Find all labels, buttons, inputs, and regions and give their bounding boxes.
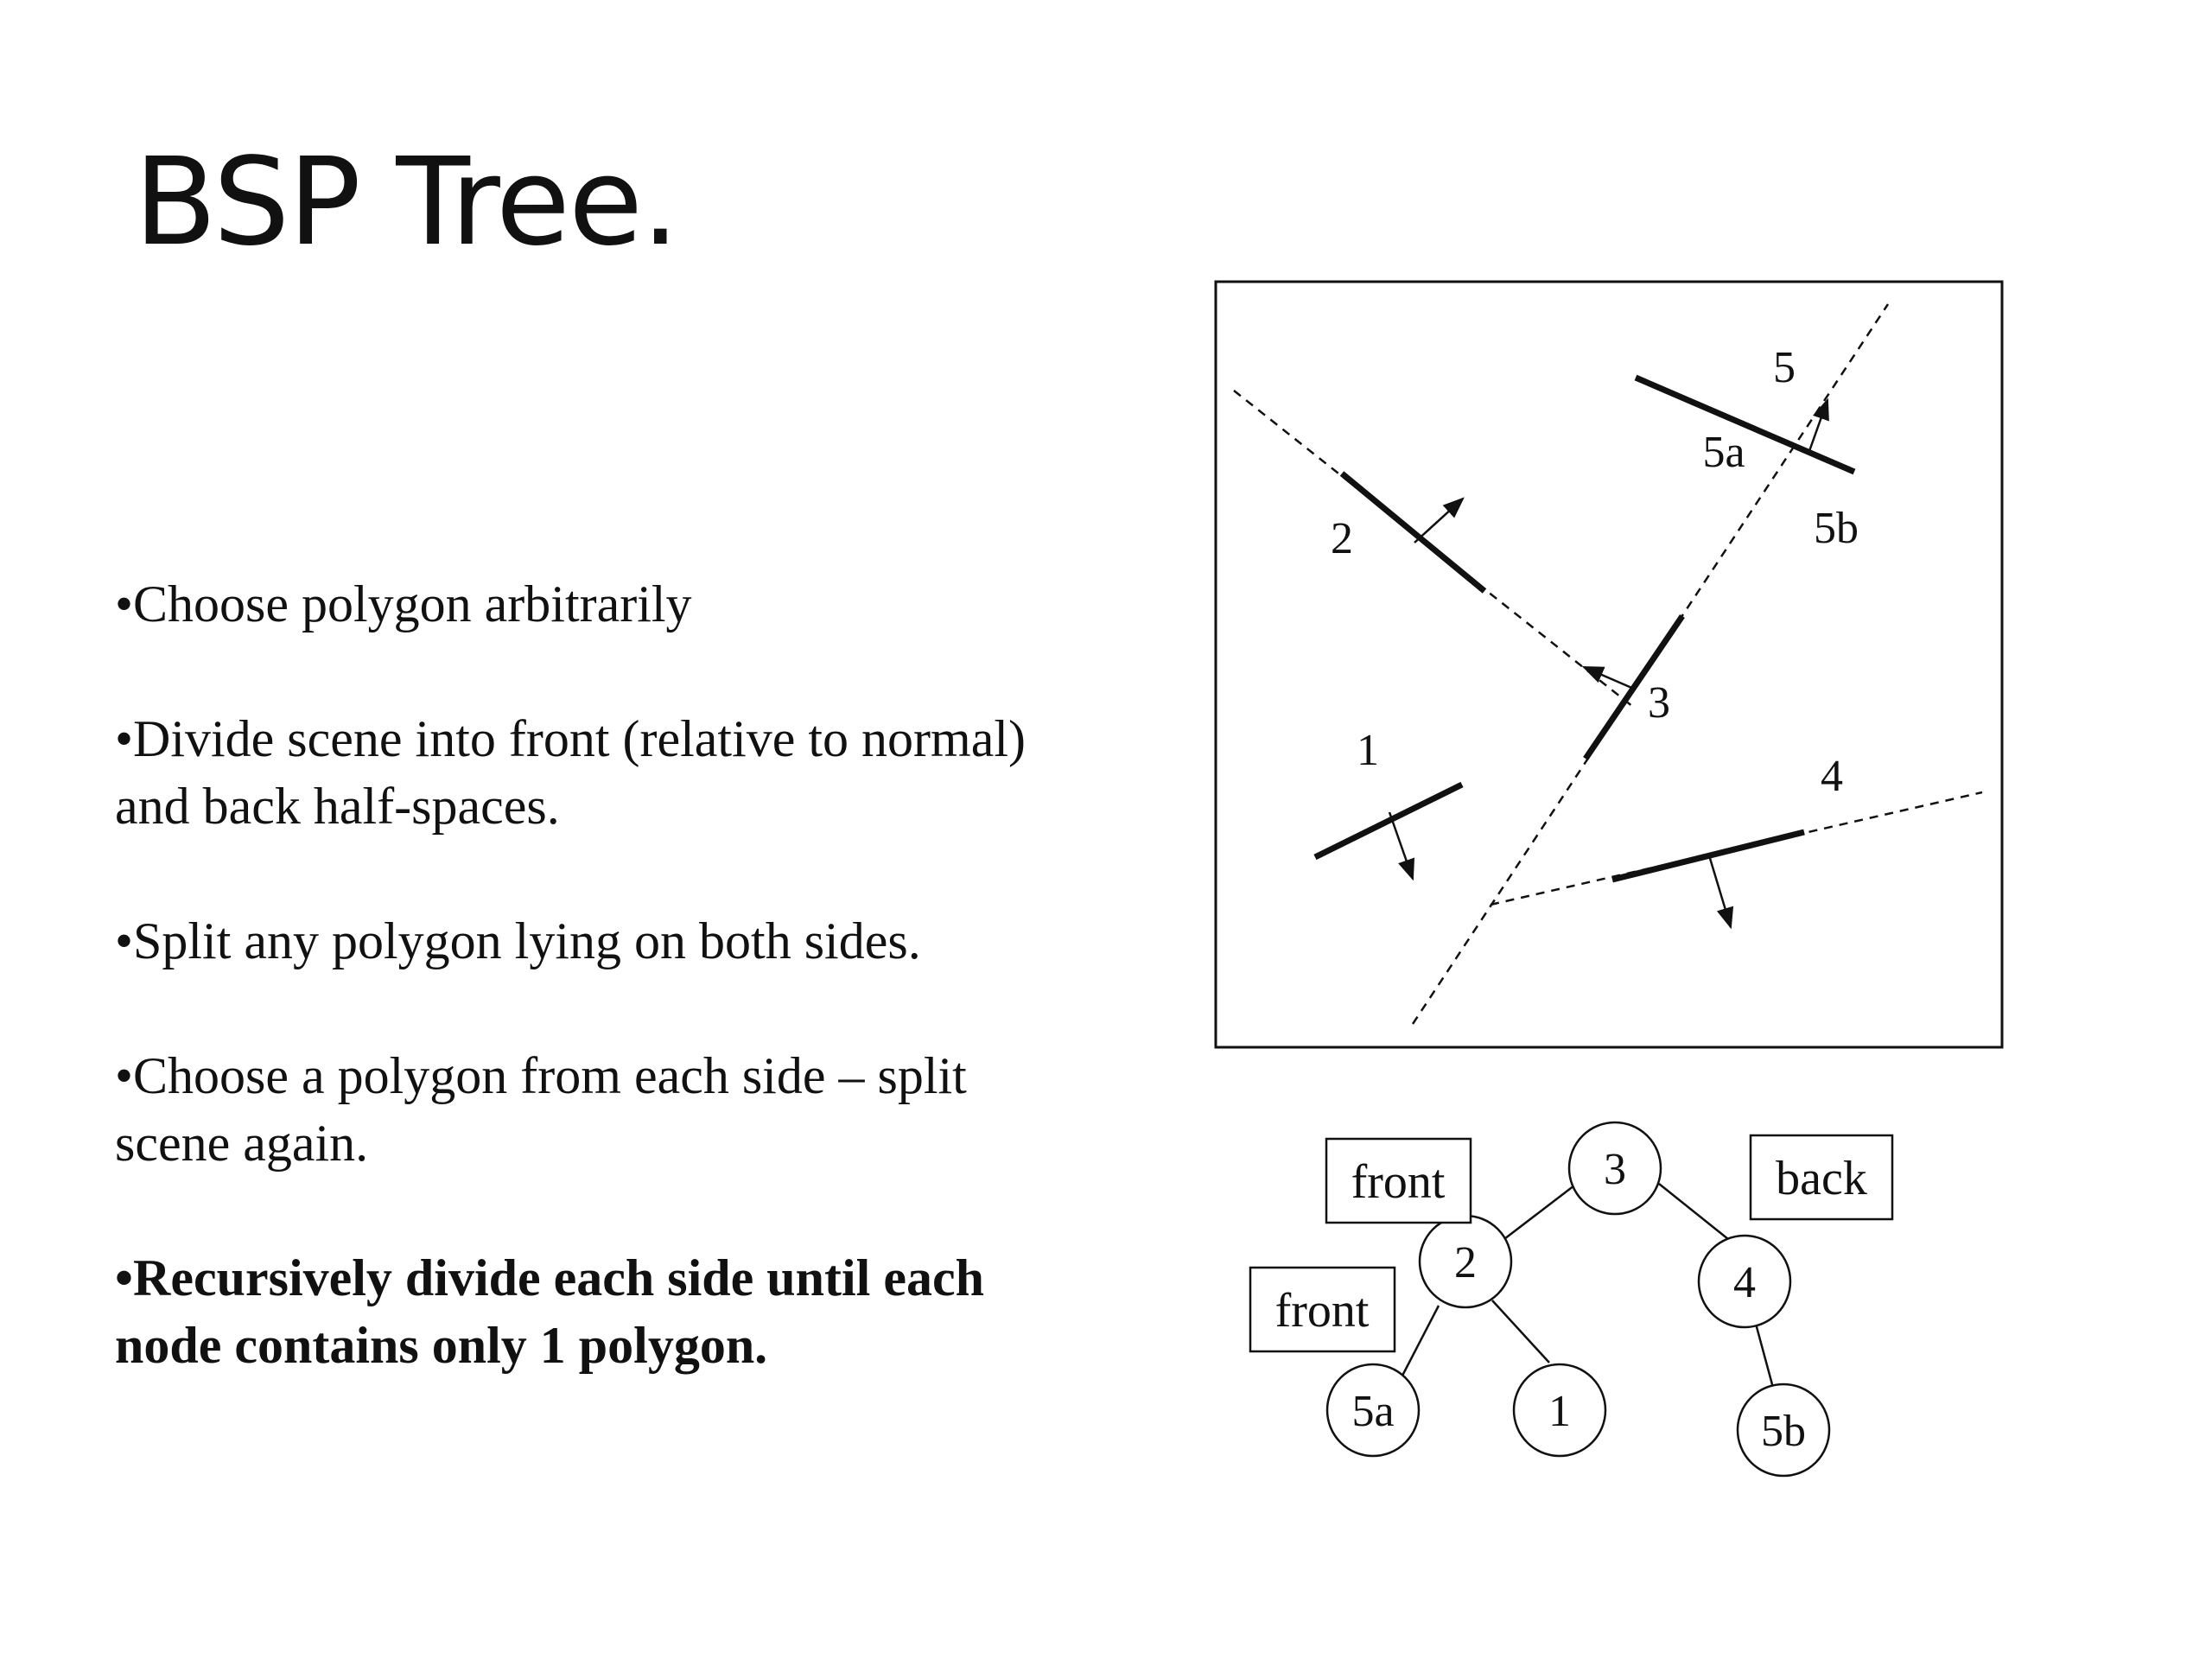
tree-edges bbox=[1400, 1183, 1775, 1389]
split-lines bbox=[1233, 303, 1983, 1025]
normal-arrow-4 bbox=[1707, 855, 1734, 930]
bullet-choose-each-side: •Choose a polygon from each side – split… bbox=[115, 1047, 967, 1172]
edge-label-texts: front back front bbox=[1275, 1152, 1867, 1338]
edge-label-back-top: back bbox=[1776, 1152, 1867, 1205]
tree-node-5a bbox=[1325, 1363, 1421, 1458]
bullet-list: •Choose polygon arbitrarily •Divide scen… bbox=[115, 570, 1083, 1446]
edge-label-boxes bbox=[1249, 1134, 1894, 1353]
tree-node-label-5b: 5b bbox=[1761, 1407, 1806, 1456]
normal-arrow-1 bbox=[1388, 811, 1414, 881]
label-polygon-2: 2 bbox=[1331, 514, 1353, 563]
label-polygon-5a: 5a bbox=[1702, 428, 1745, 477]
tree-node-label-2: 2 bbox=[1454, 1238, 1477, 1287]
polygon-2 bbox=[1339, 471, 1487, 594]
polygons bbox=[1313, 374, 1856, 883]
label-polygon-3: 3 bbox=[1648, 678, 1670, 728]
tree-edge-3-4 bbox=[1658, 1183, 1733, 1243]
tree-node-label-3: 3 bbox=[1604, 1145, 1626, 1194]
edge-box-front-top bbox=[1325, 1137, 1472, 1224]
tree-node-labels: 3 2 4 5a 1 5b bbox=[1351, 1145, 1806, 1456]
polygon-3 bbox=[1583, 614, 1685, 760]
tree-node-1 bbox=[1512, 1363, 1607, 1458]
normal-arrow-2 bbox=[1414, 497, 1465, 543]
polygon-labels: 2 3 1 4 5 5a 5b bbox=[1331, 343, 1859, 801]
tree-nodes bbox=[1325, 1121, 1831, 1478]
normal-arrow-3 bbox=[1581, 665, 1637, 691]
polygon-5 bbox=[1634, 374, 1856, 475]
bullet-recursive-divide: •Recursively divide each side until each… bbox=[115, 1249, 984, 1374]
polygon-1 bbox=[1313, 781, 1464, 861]
edge-box-back-top bbox=[1749, 1134, 1894, 1221]
tree-node-label-1: 1 bbox=[1548, 1387, 1571, 1436]
normal-arrows bbox=[1388, 397, 1829, 930]
label-polygon-4: 4 bbox=[1821, 752, 1843, 801]
edge-label-front-top: front bbox=[1351, 1155, 1446, 1209]
bullet-split-polygon: •Split any polygon lying on both sides. bbox=[115, 912, 921, 969]
normal-arrow-5 bbox=[1808, 397, 1829, 452]
edge-box-front-left bbox=[1249, 1266, 1396, 1353]
tree-edge-2-5a bbox=[1400, 1305, 1440, 1378]
edge-label-front-left: front bbox=[1275, 1284, 1370, 1338]
slide-title: BSP Tree. bbox=[134, 132, 680, 273]
tree-edge-4-5b bbox=[1754, 1323, 1775, 1389]
tree-node-5b bbox=[1736, 1382, 1831, 1478]
scene-frame bbox=[1214, 280, 2004, 1049]
tree-node-4 bbox=[1697, 1234, 1792, 1329]
tree-edge-2-1 bbox=[1491, 1300, 1550, 1363]
tree-node-3 bbox=[1567, 1121, 1662, 1216]
bullet-choose-polygon: •Choose polygon arbitrarily bbox=[115, 575, 692, 632]
tree-edge-3-2 bbox=[1500, 1185, 1575, 1243]
label-polygon-5b: 5b bbox=[1814, 504, 1859, 553]
bullet-divide-scene: •Divide scene into front (relative to no… bbox=[115, 710, 1026, 835]
label-polygon-1: 1 bbox=[1357, 726, 1379, 775]
tree-node-label-4: 4 bbox=[1733, 1258, 1756, 1307]
tree-node-label-5a: 5a bbox=[1351, 1387, 1394, 1436]
label-polygon-5: 5 bbox=[1773, 343, 1796, 392]
